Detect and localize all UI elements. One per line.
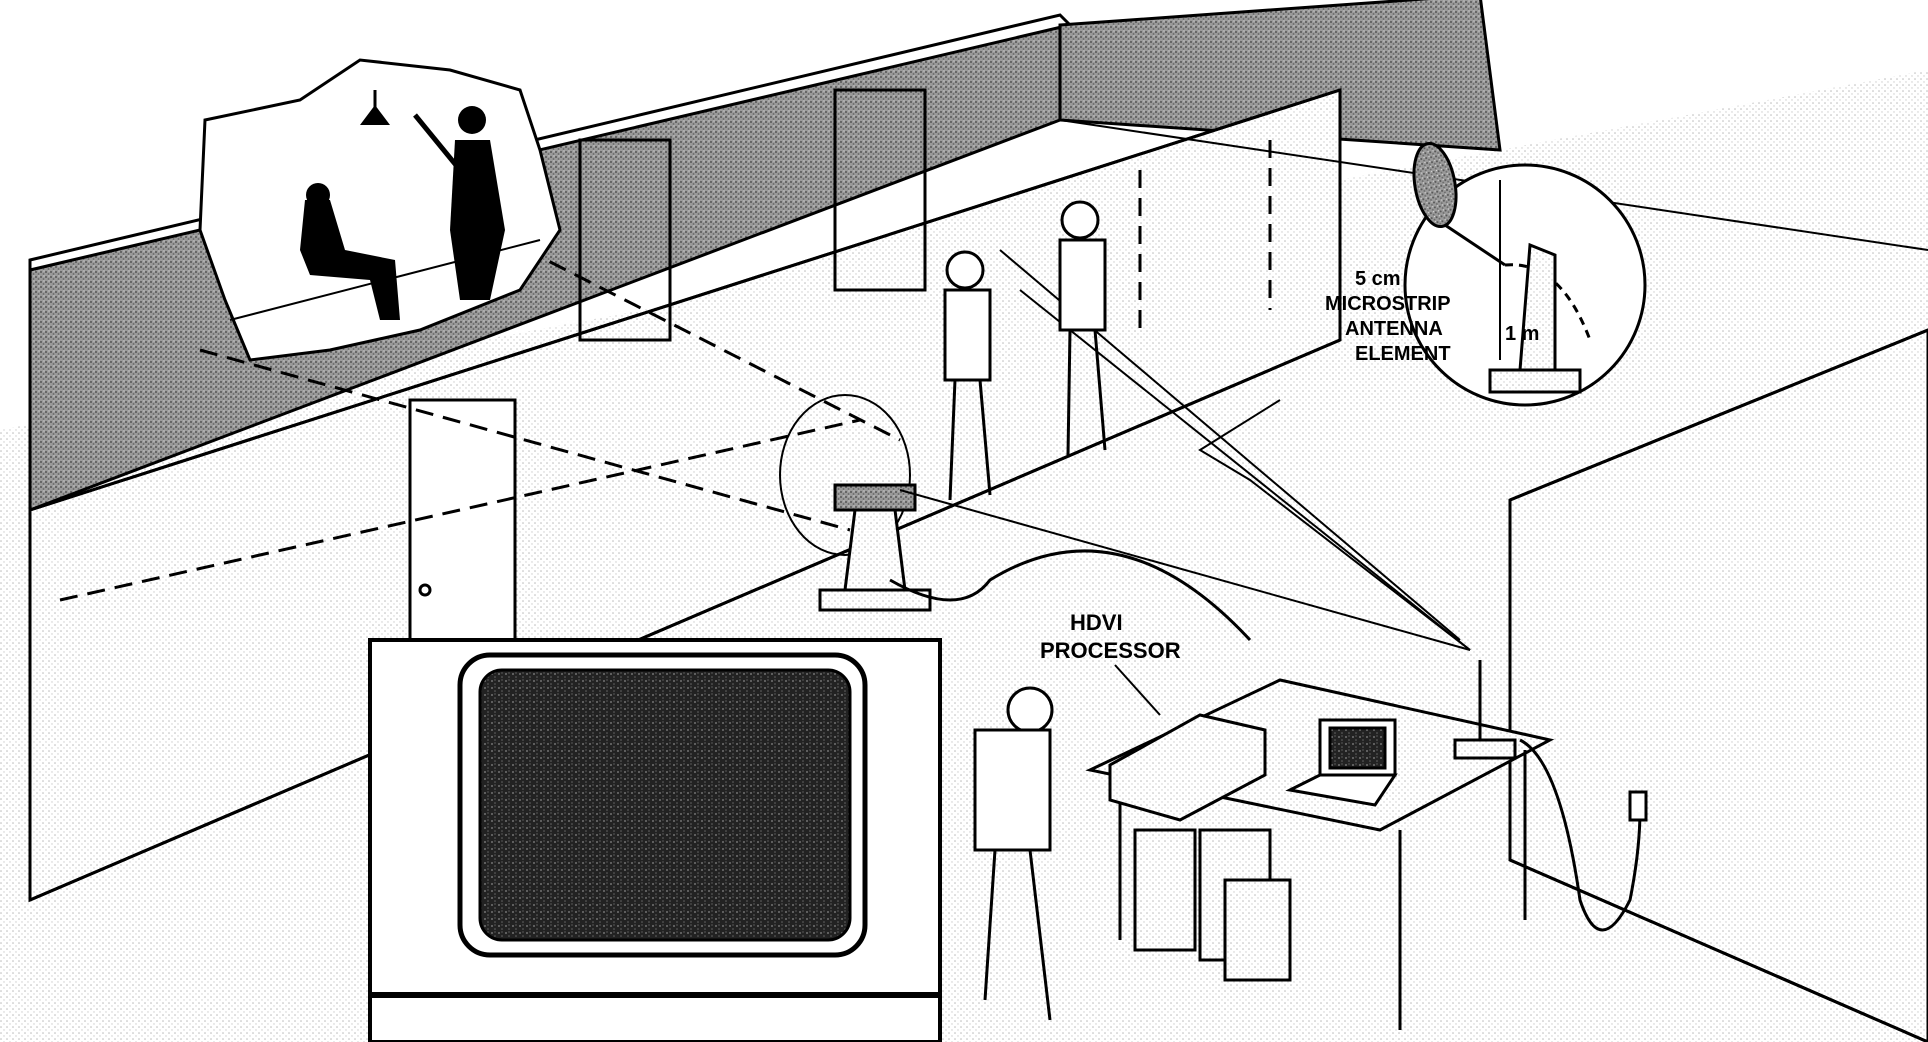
antenna-size-label: 5 cm: [1355, 268, 1401, 290]
wall-outlet-icon: [1630, 792, 1646, 820]
antenna-label-line2: ANTENNA: [1345, 318, 1443, 340]
television-monitor-icon: [370, 640, 940, 1042]
arm-length-label: 1 m: [1505, 323, 1539, 345]
processor-label-line2: PROCESSOR: [1040, 638, 1181, 663]
antenna-label-line3: ELEMENT: [1355, 343, 1451, 365]
processor-label-line1: HDVI: [1070, 610, 1123, 635]
door-3: [410, 400, 515, 640]
antenna-label-line1: MICROSTRIP: [1325, 293, 1451, 315]
